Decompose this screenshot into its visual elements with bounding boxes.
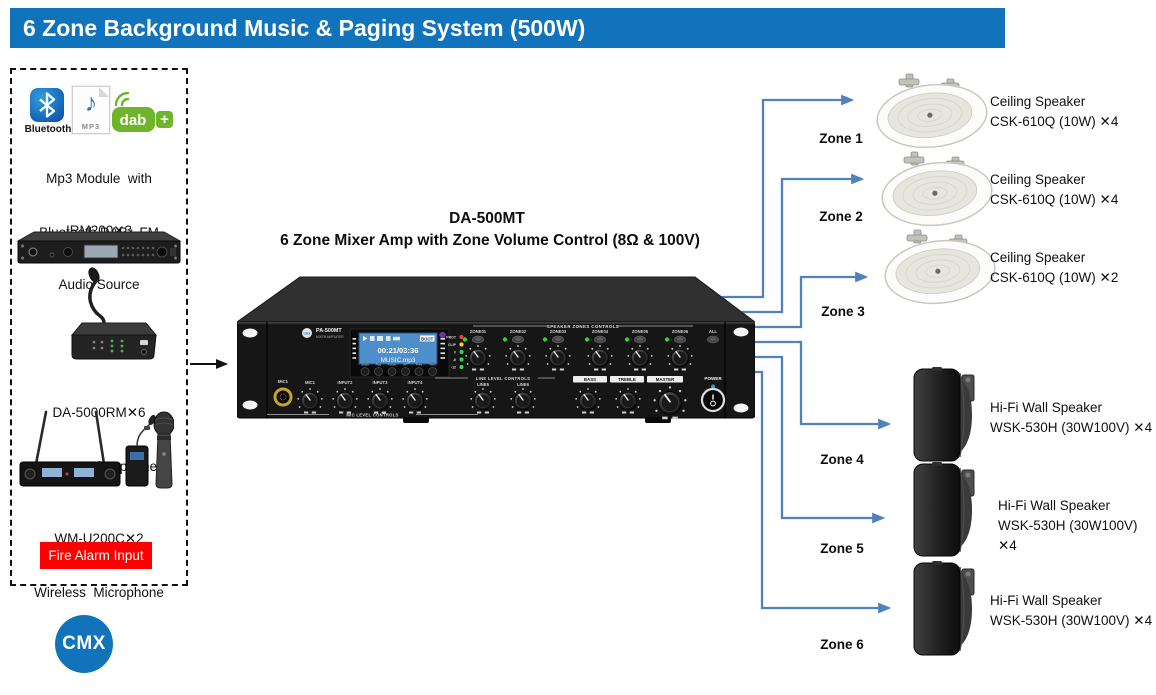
rack-mount-holes xyxy=(242,327,749,413)
zone-1-line xyxy=(722,94,855,299)
svg-text:INPUT4: INPUT4 xyxy=(408,380,424,385)
ceiling-speaker-image xyxy=(878,151,996,228)
zone-2-label: Zone 2 xyxy=(819,209,863,224)
power-led xyxy=(711,384,715,389)
svg-text:ALL: ALL xyxy=(709,329,718,334)
bluetooth-label: Bluetooth xyxy=(24,124,72,135)
mic-level-section: MIC1 INPUT2 INPUT3 INPUT4 MIC LEVEL CONT… xyxy=(267,380,478,418)
svg-text:ZONE04: ZONE04 xyxy=(592,329,609,334)
ir-sensor xyxy=(439,331,446,339)
title-bar: 6 Zone Background Music & Paging System … xyxy=(10,8,1005,48)
zone-4-line xyxy=(750,340,892,430)
zone-3-label: Zone 3 xyxy=(821,304,865,319)
svg-text:ZONE03: ZONE03 xyxy=(550,329,567,334)
svg-text:CMX: CMX xyxy=(304,331,312,335)
svg-text:LINE5: LINE5 xyxy=(477,382,490,387)
zone-3-line xyxy=(750,271,869,329)
svg-text:ZONE02: ZONE02 xyxy=(510,329,527,334)
zone-4-speaker-info: Hi-Fi Wall Speaker WSK-530H (30W100V) ✕4 xyxy=(990,400,1153,435)
paging-microphone-image xyxy=(70,267,158,360)
svg-text:ZONE01: ZONE01 xyxy=(470,329,487,334)
bluetooth-icon xyxy=(30,88,64,122)
zone-3-speaker-info: Ceiling Speaker CSK-610Q (10W) ✕2 xyxy=(990,250,1119,285)
wall-speaker-image xyxy=(913,561,975,656)
power-section[interactable]: POWER xyxy=(700,376,726,413)
music-note-icon: ♪ xyxy=(84,89,98,117)
play-icon xyxy=(363,336,368,341)
cmx-logo: CMX xyxy=(55,615,113,673)
svg-text:MASTER: MASTER xyxy=(656,377,675,382)
amp-model-text: PA-500MT xyxy=(316,328,342,334)
ceiling-speaker-image xyxy=(873,73,991,150)
power-button[interactable] xyxy=(700,387,726,413)
dab-plus-icon: dab + xyxy=(112,92,173,132)
zone-6-line xyxy=(750,370,892,614)
svg-text:ZONE06: ZONE06 xyxy=(672,329,689,334)
wireless-microphone-image xyxy=(19,410,174,489)
mp3-label: MP3 xyxy=(81,122,101,131)
fire-alarm-input-badge: Fire Alarm Input xyxy=(40,542,152,569)
lcd-status: BOOT xyxy=(421,336,434,341)
zone-1-label: Zone 1 xyxy=(819,131,863,146)
audio-sources-panel: Bluetooth ♪ MP3 dab + Mp3 Module with Bl… xyxy=(10,68,188,600)
mp3-player-display: BOOT 00:21/03:36 MUSIC.mp3 Mode Play Fol… xyxy=(349,328,450,378)
zone-5-label: Zone 5 xyxy=(820,541,864,556)
svg-text:-12: -12 xyxy=(451,365,456,369)
zone-1-speaker-info: Ceiling Speaker CSK-610Q (10W) ✕4 xyxy=(990,94,1119,129)
svg-text:+: + xyxy=(160,111,169,128)
svg-text:0: 0 xyxy=(454,350,456,354)
svg-text:Folder: Folder xyxy=(388,363,397,367)
wall-speaker-image xyxy=(913,367,975,462)
svg-text:dab: dab xyxy=(120,112,147,129)
svg-text:INPUT2: INPUT2 xyxy=(338,380,354,385)
amp-top-panel xyxy=(237,276,755,323)
amplifier-image: CMX PA-500MT MIXER AMPLIFIER MIC1 BOOT 0… xyxy=(237,276,755,423)
lcd-track: MUSIC.mp3 xyxy=(381,357,416,364)
wall-speaker-image xyxy=(913,462,975,557)
amp-model-subtext: MIXER AMPLIFIER xyxy=(316,335,344,339)
zone-5-line xyxy=(750,355,886,524)
svg-text:ZONE05: ZONE05 xyxy=(632,329,649,334)
svg-text:PROT: PROT xyxy=(446,335,457,339)
svg-text:INT: INT xyxy=(403,363,408,367)
zone-6-speaker-info: Hi-Fi Wall Speaker WSK-530H (30W100V) ✕4 xyxy=(990,593,1153,628)
line-level-section: LINE LEVEL CONTROLS LINE5 LINE6 xyxy=(435,376,555,415)
tone-master-section: BASS TREBLE MASTER xyxy=(573,376,688,421)
svg-text:Prev: Prev xyxy=(416,363,423,367)
zone-2-line xyxy=(742,173,865,314)
lcd-time: 00:21/03:36 xyxy=(378,346,419,355)
amplifier-subtitle: 6 Zone Mixer Amp with Zone Volume Contro… xyxy=(280,232,700,249)
amp-brand-logo xyxy=(302,328,312,338)
svg-text:INPUT3: INPUT3 xyxy=(373,380,389,385)
svg-text:POWER: POWER xyxy=(704,376,722,381)
zone-2-speaker-info: Ceiling Speaker CSK-610Q (10W) ✕4 xyxy=(990,172,1119,207)
speaker-zones-section: SPEAKER ZONES CONTROLS ZONE01 ZONE02 ZON… xyxy=(462,324,720,372)
page-title: 6 Zone Background Music & Paging System … xyxy=(23,15,586,41)
ceiling-speaker-image xyxy=(881,229,999,306)
led-indicators: PROT CLIP 0 -6 -12 xyxy=(446,334,464,369)
svg-text:Mode: Mode xyxy=(361,363,369,367)
zone-6-label: Zone 6 xyxy=(820,637,864,652)
mp3-icon: ♪ MP3 xyxy=(72,86,110,134)
svg-text:Next: Next xyxy=(429,363,435,367)
player-buttons[interactable]: Mode Play Folder INT Prev Next xyxy=(360,363,437,376)
svg-text:Play: Play xyxy=(376,363,382,367)
amplifier-model-title: DA-500MT xyxy=(449,210,525,227)
svg-text:MIC LEVEL CONTROLS: MIC LEVEL CONTROLS xyxy=(346,413,398,418)
svg-text:LINE LEVEL CONTROLS: LINE LEVEL CONTROLS xyxy=(476,376,530,381)
page-fold xyxy=(99,87,109,97)
svg-text:MIC1: MIC1 xyxy=(278,379,289,384)
svg-text:LINE6: LINE6 xyxy=(517,382,530,387)
zone-4-label: Zone 4 xyxy=(820,452,864,467)
svg-text:MIC1: MIC1 xyxy=(305,380,316,385)
svg-text:CLIP: CLIP xyxy=(448,343,457,347)
svg-text:BASS: BASS xyxy=(584,377,596,382)
svg-text:-6: -6 xyxy=(453,358,456,362)
svg-text:SPEAKER ZONES CONTROLS: SPEAKER ZONES CONTROLS xyxy=(547,324,619,329)
audio-source-rack-image xyxy=(16,231,182,264)
svg-text:TREBLE: TREBLE xyxy=(618,377,636,382)
zone-5-speaker-info: Hi-Fi Wall Speaker WSK-530H (30W100V) ✕4 xyxy=(998,498,1138,553)
